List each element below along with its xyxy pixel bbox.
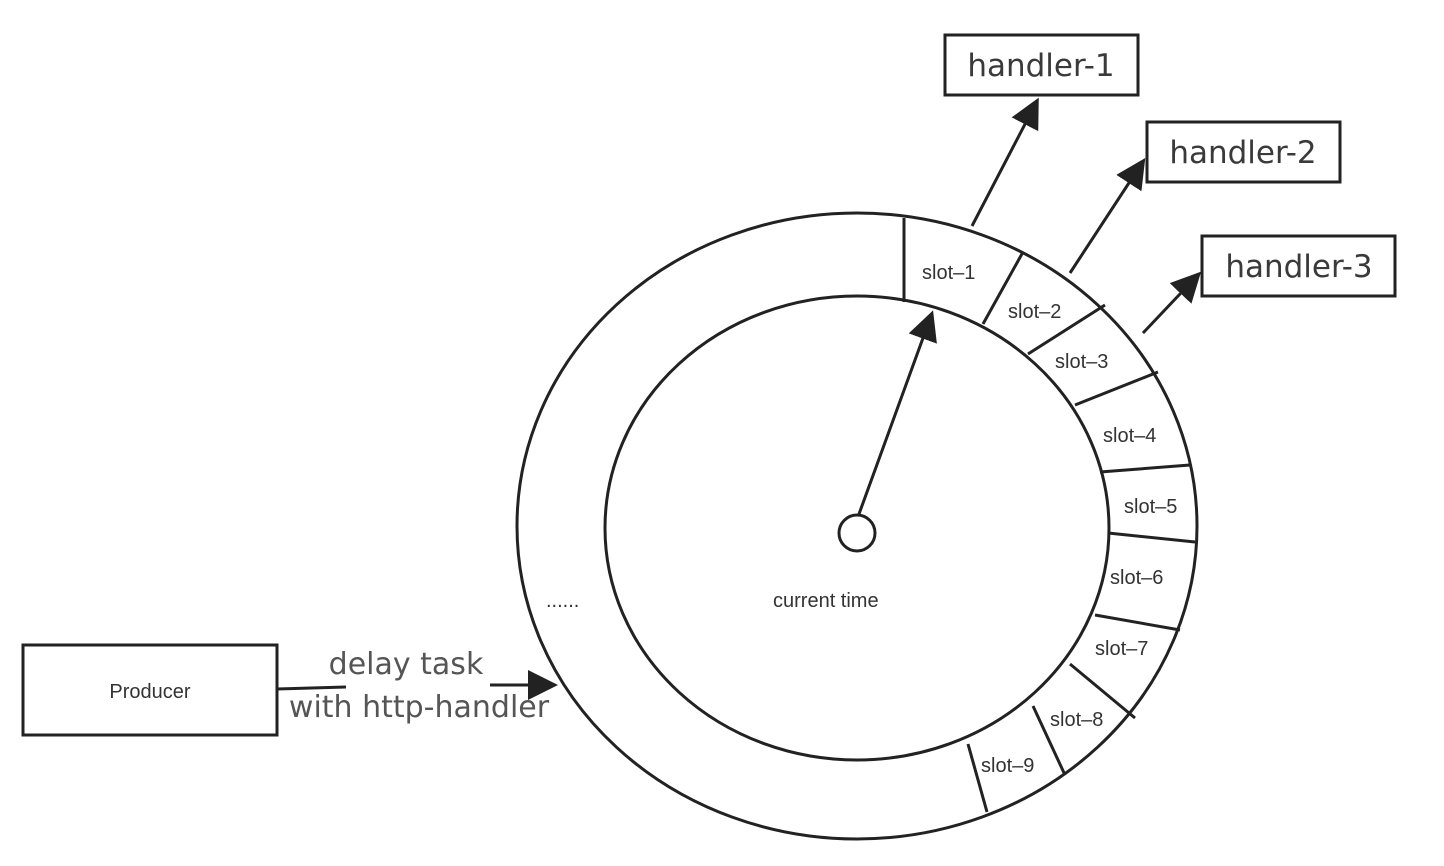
ring-ellipsis: ......	[546, 590, 579, 612]
slot-divider-5	[1099, 463, 1191, 474]
slot-label-5: slot–5	[1124, 496, 1177, 518]
slot-dividers	[902, 218, 1196, 813]
handler-3-label: handler-3	[1225, 249, 1372, 285]
producer-edge-segment	[276, 685, 347, 691]
handler-2-box	[1145, 120, 1342, 184]
slot-label-9: slot–9	[981, 755, 1034, 777]
slot-divider-3	[1027, 303, 1106, 356]
slot-divider-2	[981, 251, 1025, 325]
handler-1-box	[943, 33, 1140, 97]
handler-3-node: handler-3	[1200, 234, 1397, 298]
slot-label-7: slot–7	[1095, 638, 1148, 660]
slot-divider-8	[1069, 662, 1136, 720]
slot-divider-6	[1107, 531, 1196, 544]
arrow-slot2-to-handler2	[1068, 157, 1146, 274]
slot-divider-10	[966, 743, 989, 813]
edge-label-line2: with http-handler	[289, 690, 550, 725]
producer-label: Producer	[109, 681, 190, 703]
arrow-slot3-to-handler3	[1141, 271, 1202, 335]
slot-divider-7	[1094, 613, 1181, 632]
slot-label-1: slot–1	[922, 262, 975, 284]
slot-label-4: slot–4	[1103, 425, 1156, 447]
center-point	[837, 513, 877, 553]
slot-label-8: slot–8	[1050, 709, 1103, 731]
slot-label-2: slot–2	[1008, 301, 1061, 323]
slot-label-6: slot–6	[1110, 567, 1163, 589]
slot-divider-4	[1074, 370, 1159, 407]
handler-2-node: handler-2	[1145, 120, 1342, 184]
handler-1-label: handler-1	[967, 48, 1114, 84]
handler-1-node: handler-1	[943, 33, 1140, 97]
current-time-pointer	[857, 310, 937, 515]
inner-ring	[603, 294, 1111, 762]
arrow-slot1-to-handler1	[970, 97, 1039, 227]
handler-3-box	[1200, 234, 1397, 298]
outer-ring	[515, 211, 1199, 841]
slot-labels: slot–1 slot–2 slot–3 slot–4 slot–5 slot–…	[922, 262, 1177, 777]
edge-label-line1: delay task	[329, 647, 484, 682]
handler-2-label: handler-2	[1169, 135, 1316, 171]
center-label: current time	[773, 590, 879, 612]
producer-node: Producer	[21, 643, 279, 737]
producer-box	[21, 643, 279, 737]
slot-divider-9	[1031, 705, 1067, 776]
slot-label-3: slot–3	[1055, 351, 1108, 373]
